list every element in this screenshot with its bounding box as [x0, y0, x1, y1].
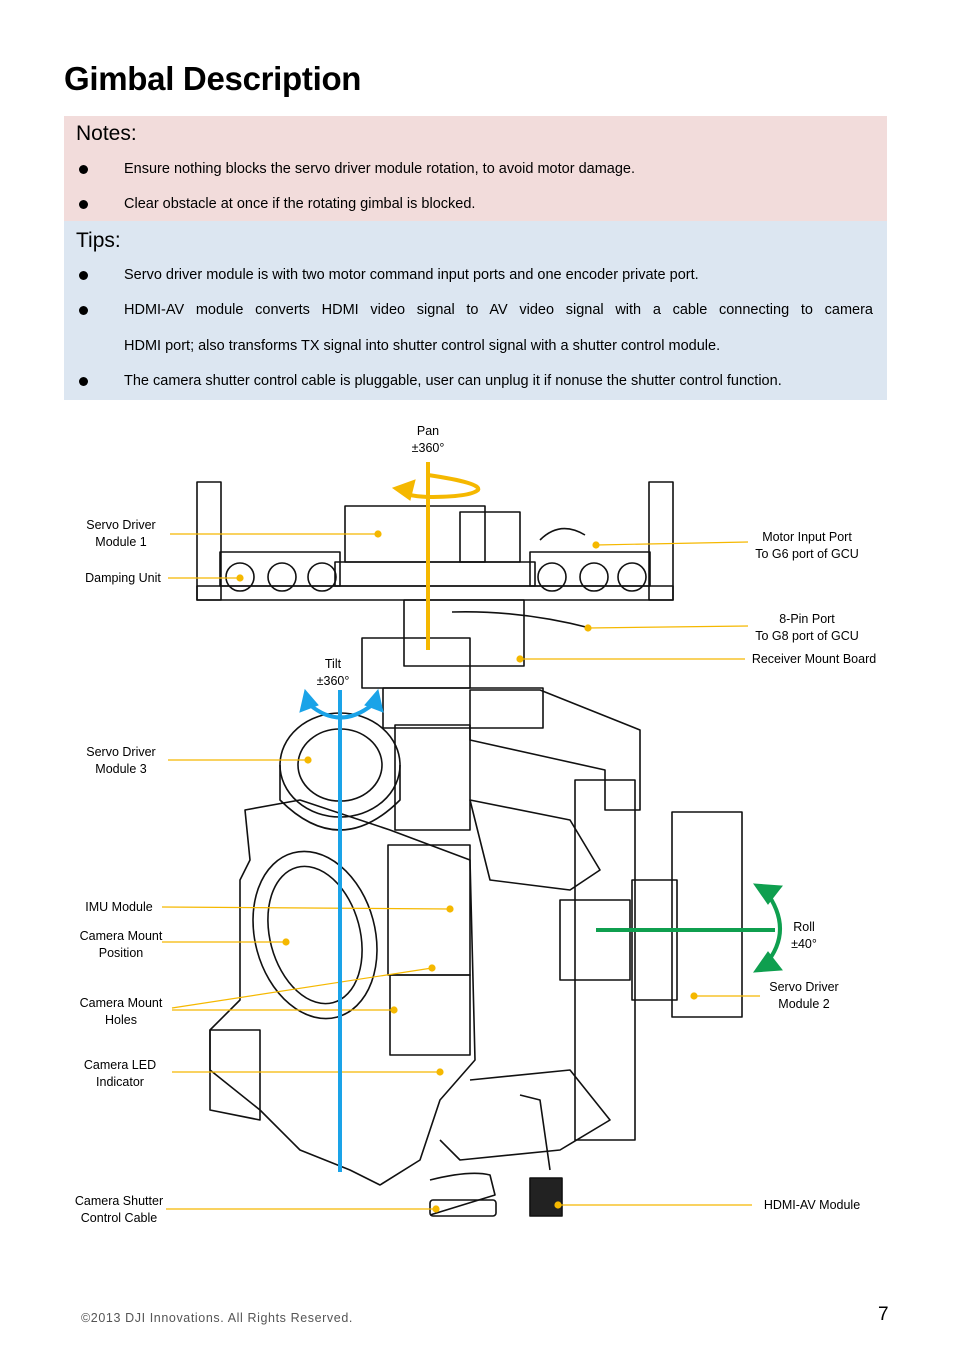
note-item: Ensure nothing blocks the servo driver m…	[124, 161, 635, 177]
camera-shutter-control-cable-label: Camera Shutter Control Cable	[64, 1193, 174, 1227]
label-line: Camera Shutter	[74, 1194, 164, 1208]
roll-label: Roll ±40°	[776, 919, 832, 953]
label-line: Module 2	[778, 997, 830, 1011]
label-line: Servo Driver	[769, 980, 839, 994]
roll-name: Roll	[793, 920, 815, 934]
label-line: 8-Pin Port	[779, 612, 835, 626]
gimbal-drawing	[196, 481, 743, 1217]
tips-heading: Tips:	[76, 229, 121, 252]
label-line: To G8 port of GCU	[755, 629, 859, 643]
tip-item: Servo driver module is with two motor co…	[124, 267, 699, 283]
pin8-port-label: 8-Pin Port To G8 port of GCU	[742, 611, 872, 645]
tip-item: The camera shutter control cable is plug…	[124, 373, 782, 389]
roll-arrowhead-top-icon	[752, 883, 783, 905]
label-line: Servo Driver	[86, 518, 156, 532]
tip-item: HDMI-AV module converts HDMI video signa…	[124, 302, 873, 318]
label-line: Indicator	[96, 1075, 144, 1089]
tilt-label: Tilt ±360°	[305, 656, 361, 690]
tilt-name: Tilt	[324, 657, 342, 671]
tip-item-continued: HDMI port; also transforms TX signal int…	[124, 338, 721, 354]
pan-arrowhead-icon	[391, 479, 416, 501]
bullet-icon	[79, 377, 88, 386]
notes-box: Notes: Ensure nothing blocks the servo d…	[64, 116, 887, 221]
hdmi-av-module-label: HDMI-AV Module	[763, 1198, 861, 1212]
label-line: Holes	[105, 1013, 137, 1027]
servo-driver-module-1-label: Servo Driver Module 1	[72, 517, 170, 551]
camera-mount-holes-label: Camera Mount Holes	[68, 995, 174, 1029]
receiver-mount-board-label: Receiver Mount Board	[751, 652, 877, 666]
label-line: Control Cable	[80, 1211, 158, 1225]
label-line: Camera LED	[83, 1058, 157, 1072]
tilt-arrowhead-left-icon	[299, 688, 319, 713]
tilt-range: ±360°	[316, 674, 350, 688]
label-line: Camera Mount	[79, 996, 163, 1010]
pan-label: Pan ±360°	[400, 423, 456, 457]
tilt-arrowhead-right-icon	[364, 688, 384, 713]
leader-lines	[161, 530, 760, 1213]
roll-range: ±40°	[791, 937, 817, 951]
damping-unit-label: Damping Unit	[85, 571, 161, 585]
pan-name: Pan	[416, 424, 440, 438]
label-line: To G6 port of GCU	[755, 547, 859, 561]
tilt-rotation-arrow-icon	[308, 703, 374, 720]
imu-module-label: IMU Module	[85, 900, 153, 914]
label-line: Camera Mount	[79, 929, 163, 943]
camera-mount-position-label: Camera Mount Position	[68, 928, 174, 962]
page-number: 7	[878, 1304, 889, 1325]
notes-heading: Notes:	[76, 122, 137, 145]
note-item: Clear obstacle at once if the rotating g…	[124, 196, 476, 212]
motor-input-port-label: Motor Input Port To G6 port of GCU	[742, 529, 872, 563]
camera-led-indicator-label: Camera LED Indicator	[68, 1057, 172, 1091]
bullet-icon	[79, 200, 88, 209]
page-title: Gimbal Description	[64, 60, 362, 97]
tips-box: Tips: Servo driver module is with two mo…	[64, 221, 887, 400]
servo-driver-module-2-label: Servo Driver Module 2	[752, 979, 856, 1013]
label-line: Servo Driver	[86, 745, 156, 759]
bullet-icon	[79, 306, 88, 315]
bullet-icon	[79, 271, 88, 280]
servo-driver-module-3-label: Servo Driver Module 3	[72, 744, 170, 778]
label-line: Module 1	[95, 535, 147, 549]
label-line: Position	[98, 946, 144, 960]
label-line: Motor Input Port	[762, 530, 852, 544]
pan-range: ±360°	[411, 441, 445, 455]
copyright: ©2013 DJI Innovations. All Rights Reserv…	[81, 1311, 353, 1325]
label-line: Module 3	[95, 762, 147, 776]
bullet-icon	[79, 165, 88, 174]
roll-arrowhead-bottom-icon	[752, 951, 783, 973]
